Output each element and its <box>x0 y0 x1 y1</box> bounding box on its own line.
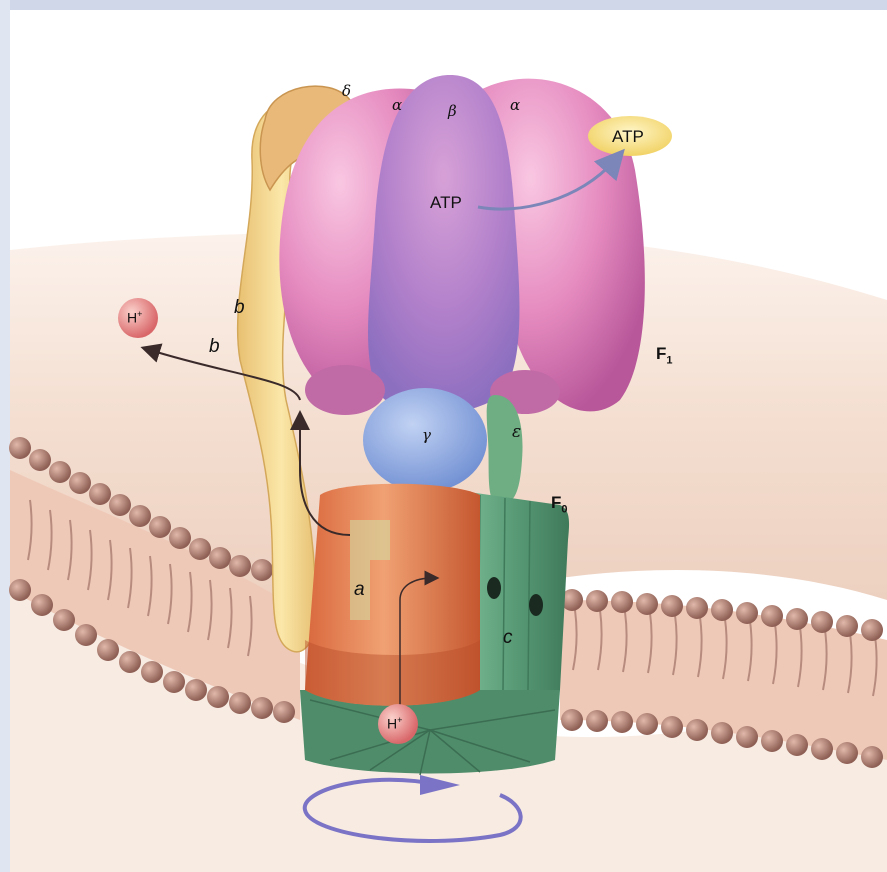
c-ring-hole-1 <box>487 577 501 599</box>
c-ring-hole-2 <box>529 594 543 616</box>
label-f0-sub: 0 <box>561 503 567 515</box>
label-epsilon: ε <box>512 424 521 441</box>
label-b-lower: b <box>209 337 220 356</box>
label-f1-base: F <box>656 344 666 363</box>
label-atp-released: ATP <box>612 128 644 145</box>
lower-knob-left <box>305 365 385 415</box>
label-h-top: H+ <box>127 310 142 325</box>
label-c: c <box>503 628 513 647</box>
label-atp-inside: ATP <box>430 194 462 211</box>
label-alpha-left: α <box>392 98 402 113</box>
label-beta: β <box>448 104 457 119</box>
label-h-top-sup: + <box>137 309 142 319</box>
label-delta: δ <box>342 84 351 99</box>
top-border <box>0 0 887 10</box>
label-f1: F1 <box>656 345 673 366</box>
left-border <box>0 0 10 872</box>
label-h-bottom-sup: + <box>397 715 402 725</box>
label-gamma: γ <box>422 428 431 443</box>
label-h-bottom: H+ <box>387 716 402 731</box>
label-b-upper: b <box>234 298 245 317</box>
label-f0: F0 <box>551 494 568 515</box>
label-f0-base: F <box>551 493 561 512</box>
label-h-top-base: H <box>127 310 137 326</box>
label-alpha-right: α <box>510 98 520 113</box>
label-f1-sub: 1 <box>666 354 672 366</box>
label-h-bottom-base: H <box>387 716 397 732</box>
label-a: a <box>354 580 365 599</box>
